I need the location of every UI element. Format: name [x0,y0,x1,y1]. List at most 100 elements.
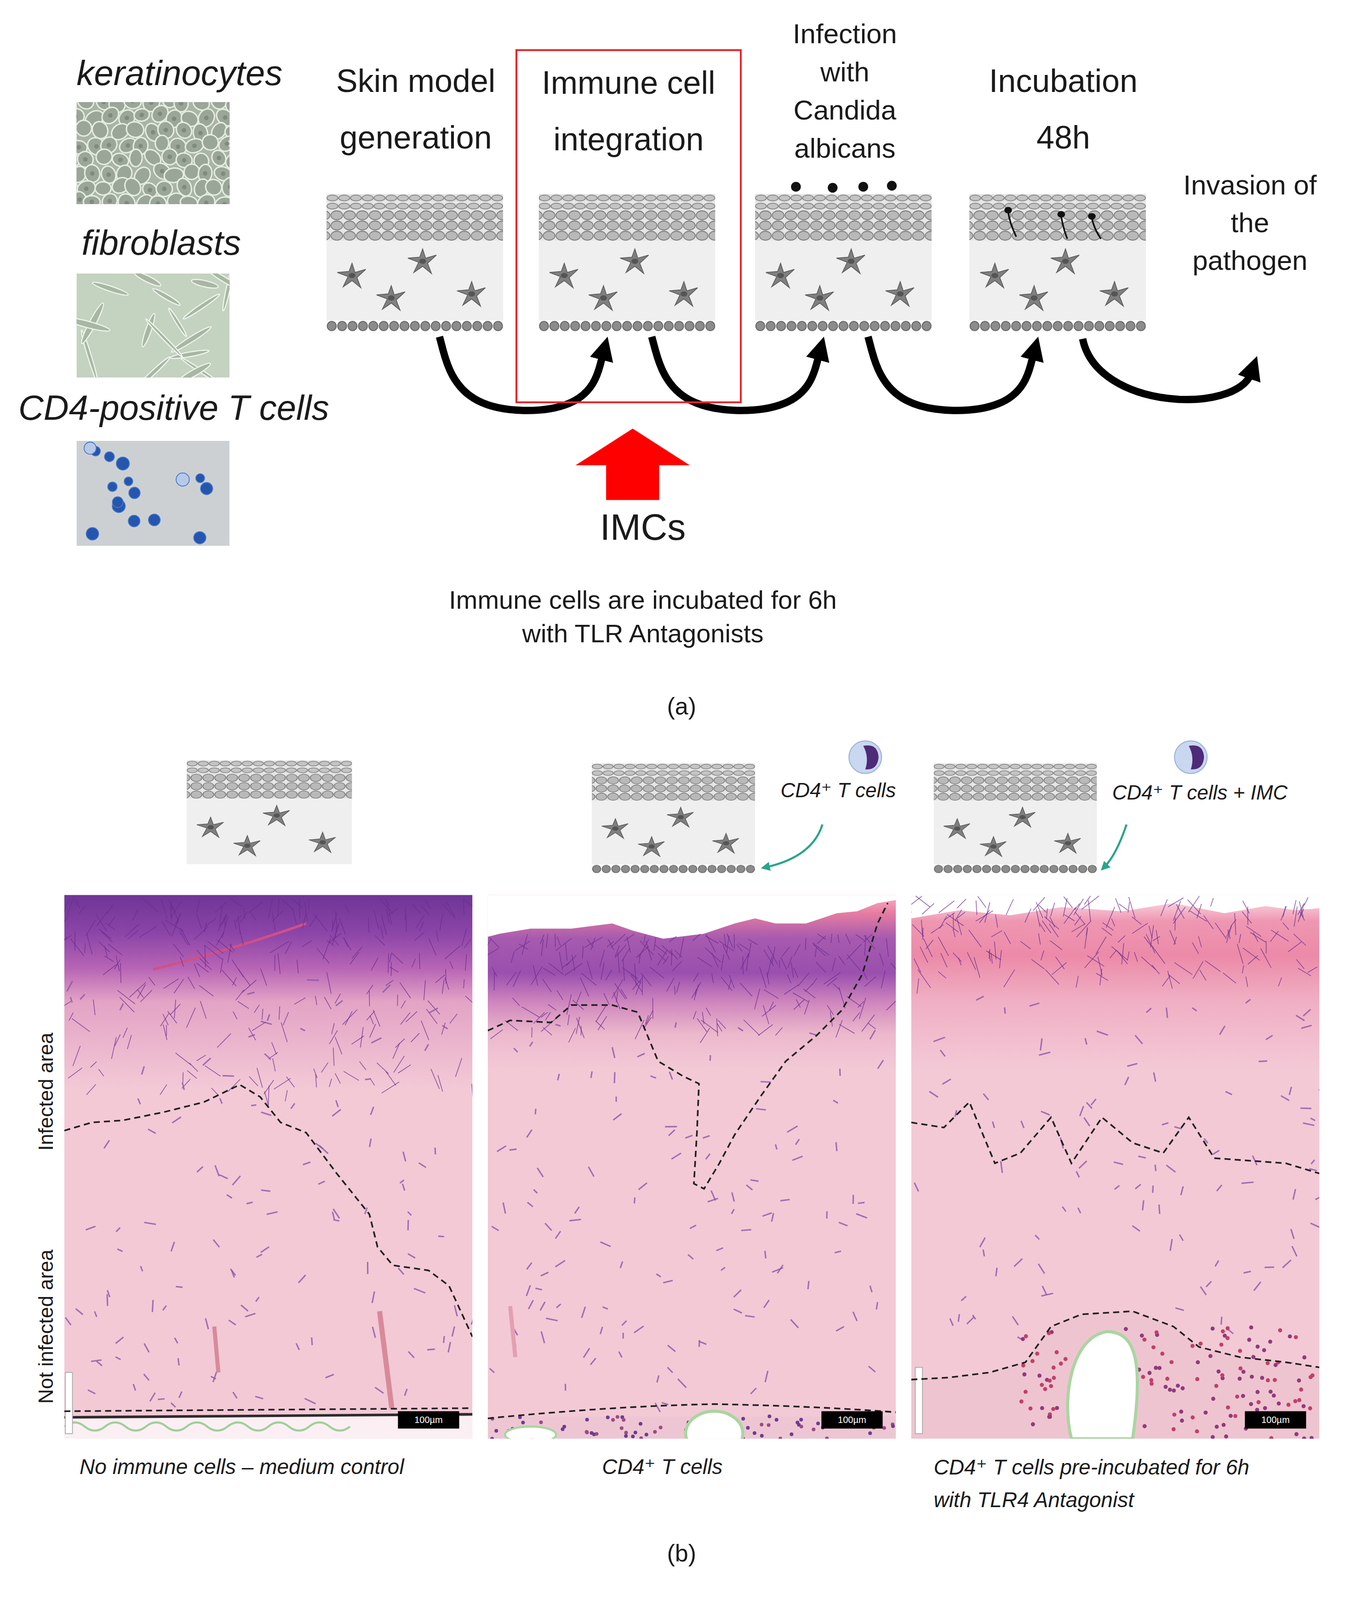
skin-model [326,194,504,333]
immune-cell [767,1423,771,1428]
label-holder: Immune cells are incubated for 6h with T… [442,583,843,651]
panel-caption: CD4⁺ T cells [601,894,723,1483]
hypha-fiber [1270,930,1289,942]
fibroblast-nucleus [1206,1281,1212,1288]
fibroblast-nucleus [65,1317,71,1326]
fibroblast-nucleus [171,1402,176,1408]
hypha-fiber [1111,918,1115,927]
hypha-fiber [165,920,184,932]
hypha-fiber [767,956,773,978]
fibroblast-nucleus [174,1338,178,1344]
immune-cell [1241,1394,1246,1399]
hypha-fiber [541,939,544,957]
immune-cell [1047,1378,1052,1383]
hypha-fiber [333,1047,335,1066]
fibroblast-nucleus [961,1296,967,1301]
hypha-fiber [1116,950,1128,965]
immune-cell [1225,1326,1230,1331]
hypha-fiber [268,898,273,919]
cell-nucleus [228,184,230,190]
hypha-fiber [148,977,155,986]
immune-cell [1171,1427,1176,1432]
fibroblast-nucleus [141,1066,144,1075]
hypha-fiber [666,978,675,992]
fibroblast-nucleus [260,1247,270,1253]
fibroblast-nucleus [1301,1025,1312,1029]
fibroblast-nucleus [612,1047,615,1059]
fibroblast-nucleus [738,1027,744,1031]
hypha-fiber [1156,930,1159,945]
hypha-fiber [421,1020,430,1041]
immune-cell [1024,1334,1029,1339]
hypha-fiber [199,985,214,997]
hypha-fiber [64,917,68,928]
skin-model [933,763,1097,874]
hypha-fiber [582,946,584,959]
immune-cell [1265,1361,1270,1366]
hypha-fiber [521,1007,540,1018]
hypha-fiber [168,899,176,913]
hypha-fiber [938,900,955,913]
histology-panel: CD4⁺ T cells pre-incubated for 6h with T… [911,894,1320,1523]
hypha-fiber [546,933,549,949]
cell-nucleus [155,201,161,205]
fibroblast-nucleus [555,1231,561,1239]
hypha-fiber [281,898,293,910]
keratinocyte-cell [76,120,92,137]
fibroblast-nucleus [526,1285,531,1296]
hypha-fiber [1046,908,1048,920]
hypha-fiber [68,1068,82,1079]
infection-boundary [64,1084,473,1337]
hypha-fiber [584,937,603,948]
hypha-fiber [277,898,280,917]
immune-cell [1233,1413,1238,1419]
immune-cell [1268,1389,1273,1394]
hypha-fiber [349,952,359,965]
hypha-fiber [204,944,206,968]
label-holder: Not infected area [33,1211,58,1442]
hypha-fiber [187,1070,197,1079]
hypha-fiber [1146,934,1156,954]
immune-cell [638,1422,643,1426]
tissue-streak [379,1311,392,1409]
hypha-fiber [279,1006,281,1020]
hypha-fiber [623,958,625,981]
fibroblast-nucleus [716,1247,724,1251]
fibroblast-nucleus [581,1306,586,1318]
label-holder: 100µm [391,1414,466,1426]
immune-cell [1248,1325,1254,1330]
hypha-fiber [1041,950,1044,961]
hypha-fiber [1132,916,1142,925]
hypha-fiber [330,935,339,946]
hypha-fiber [437,1075,443,1092]
hypha-fiber [839,1024,855,1034]
hypha-fiber [351,946,363,959]
fibroblast-nucleus [661,1402,669,1405]
fibroblast-nucleus [731,1209,735,1214]
immune-cell [1288,1334,1293,1339]
skin-model [186,760,352,865]
immune-cell [1023,1390,1028,1395]
fibroblast-nucleus [1253,1282,1261,1291]
hypha-fiber [991,930,1003,938]
fibroblast-nucleus [491,1226,499,1231]
fibroblast-nucleus [471,1315,473,1325]
hypha-fiber [791,962,794,978]
hypha-fiber [938,971,946,979]
hypha-fiber [1298,968,1312,977]
fibroblast-nucleus [556,1304,561,1308]
immune-cell [623,1431,628,1435]
hypha-fiber [743,1019,760,1036]
hypha [1091,218,1101,239]
hypha-fiber [322,938,331,960]
hypha-fiber [196,913,202,929]
fibroblast-nucleus [152,1299,154,1312]
fibroblast-nucleus [403,1151,406,1162]
cell-nucleus [181,127,187,133]
hypha-fiber [414,932,425,941]
hypha [1007,212,1017,237]
hypha-fiber [64,936,68,946]
fibroblast-nucleus [318,1181,325,1185]
immune-cell [778,1436,783,1440]
hypha-fiber [652,998,654,1019]
